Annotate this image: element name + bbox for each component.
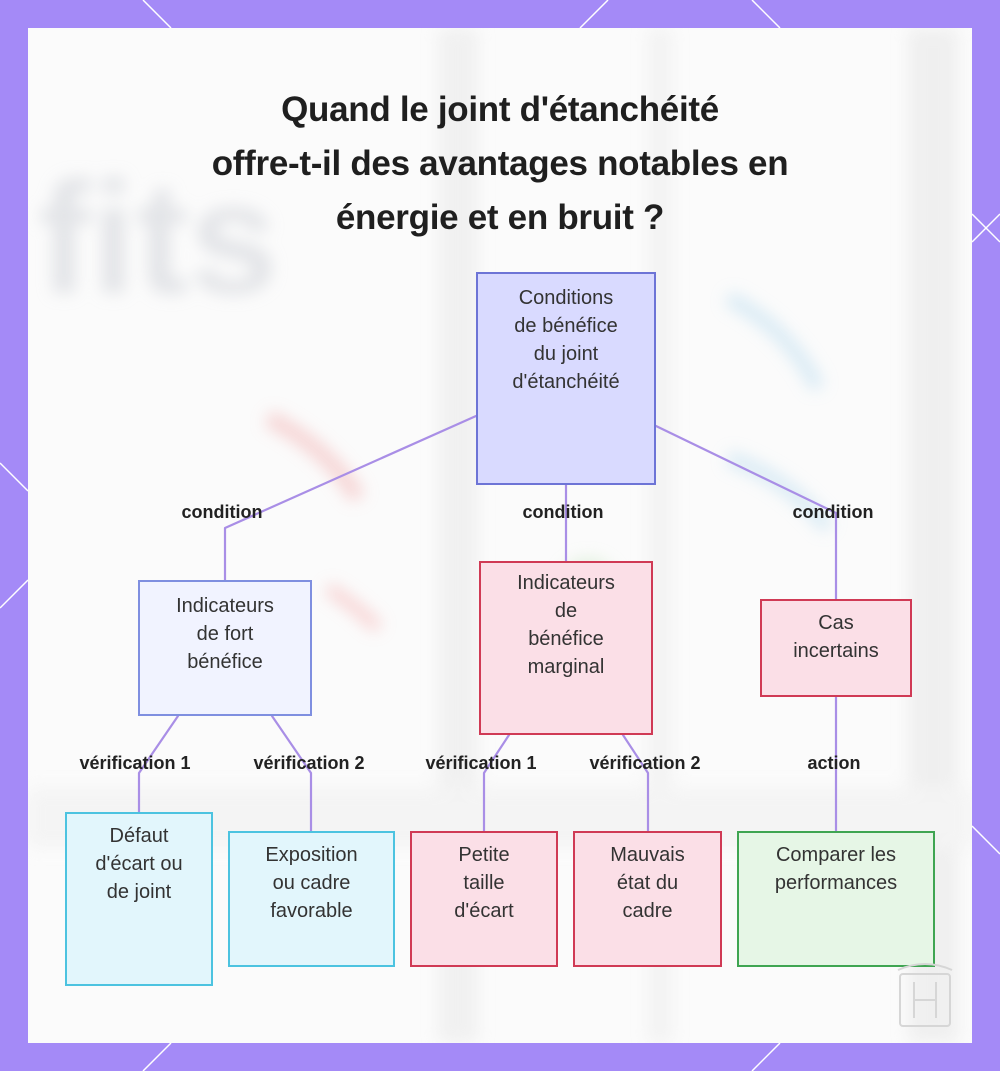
- node-text: favorable: [240, 897, 383, 925]
- edge-label-verification-1-left: vérification 1: [79, 752, 190, 774]
- node-text: bénéfice: [150, 648, 300, 676]
- node-text: performances: [749, 869, 923, 897]
- node-text: Comparer les: [749, 841, 923, 869]
- node-bad-frame-condition: Mauvais état du cadre: [573, 831, 722, 967]
- node-text: Défaut: [77, 822, 201, 850]
- node-text: d'étanchéité: [488, 368, 644, 396]
- edge-label-condition-left: condition: [182, 501, 263, 523]
- edge-label-action: action: [807, 752, 860, 774]
- node-text: du joint: [488, 340, 644, 368]
- edge-marginal-frame: [623, 735, 648, 831]
- node-text: état du: [585, 869, 710, 897]
- node-favorable-exposure: Exposition ou cadre favorable: [228, 831, 395, 967]
- node-text: Conditions: [488, 284, 644, 312]
- node-text: de fort: [150, 620, 300, 648]
- edge-root-strong: [225, 416, 476, 580]
- node-strong-benefit: Indicateurs de fort bénéfice: [138, 580, 312, 716]
- node-text: Indicateurs: [150, 592, 300, 620]
- diagram-card: fits Quand le joint d'étanchéité offre-t…: [28, 28, 972, 1043]
- node-text: Exposition: [240, 841, 383, 869]
- node-text: Mauvais: [585, 841, 710, 869]
- node-benefit-conditions: Conditions de bénéfice du joint d'étanch…: [476, 272, 656, 485]
- edge-label-condition-right: condition: [793, 501, 874, 523]
- edge-label-verification-2-mid: vérification 2: [589, 752, 700, 774]
- node-gap-or-seal-defect: Défaut d'écart ou de joint: [65, 812, 213, 986]
- node-compare-performance: Comparer les performances: [737, 831, 935, 967]
- edge-label-verification-1-mid: vérification 1: [425, 752, 536, 774]
- node-text: de bénéfice: [488, 312, 644, 340]
- node-text: cadre: [585, 897, 710, 925]
- edge-label-verification-2-left: vérification 2: [253, 752, 364, 774]
- node-text: ou cadre: [240, 869, 383, 897]
- edge-marginal-small: [484, 735, 509, 831]
- node-text: Cas: [772, 609, 900, 637]
- node-marginal-benefit: Indicateurs de bénéfice marginal: [479, 561, 653, 735]
- node-text: d'écart ou: [77, 850, 201, 878]
- watermark-logo: [890, 952, 960, 1032]
- node-text: marginal: [491, 653, 641, 681]
- edge-label-condition-mid: condition: [523, 501, 604, 523]
- node-text: incertains: [772, 637, 900, 665]
- node-text: taille: [422, 869, 546, 897]
- node-text: Petite: [422, 841, 546, 869]
- node-text: bénéfice: [491, 625, 641, 653]
- node-small-gap: Petite taille d'écart: [410, 831, 558, 967]
- node-uncertain-cases: Cas incertains: [760, 599, 912, 697]
- node-text: de: [491, 597, 641, 625]
- node-text: Indicateurs: [491, 569, 641, 597]
- node-text: d'écart: [422, 897, 546, 925]
- node-text: de joint: [77, 878, 201, 906]
